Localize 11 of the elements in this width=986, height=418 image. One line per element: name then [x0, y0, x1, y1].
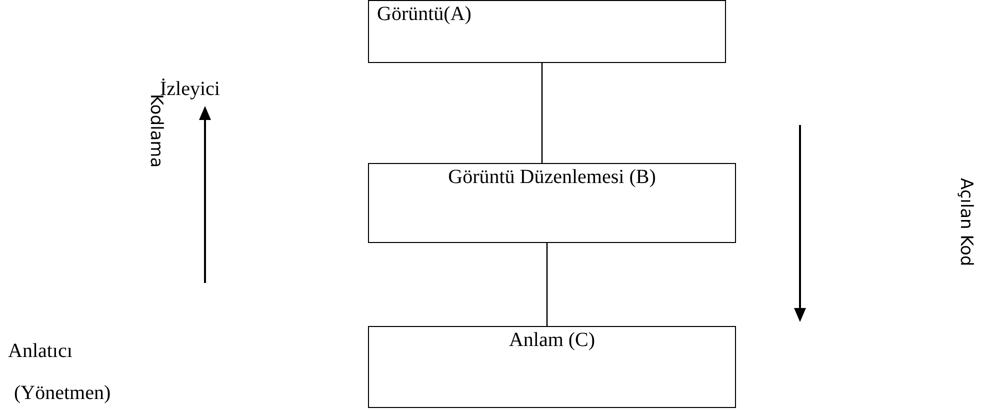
process-box: [368, 0, 726, 63]
connector-line: [541, 63, 543, 163]
connector-line: [546, 243, 548, 326]
text-label: (Yönetmen): [14, 382, 111, 405]
box-label: Görüntü Düzenlemesi (B): [448, 166, 656, 188]
process-box: [368, 163, 736, 243]
process-box: [368, 326, 736, 408]
box-label: Görüntü(A): [377, 3, 472, 25]
text-label: Anlatıcı: [8, 340, 72, 363]
arrow-label: Açılan Kod: [956, 178, 976, 266]
box-label: Anlam (C): [508, 329, 596, 351]
